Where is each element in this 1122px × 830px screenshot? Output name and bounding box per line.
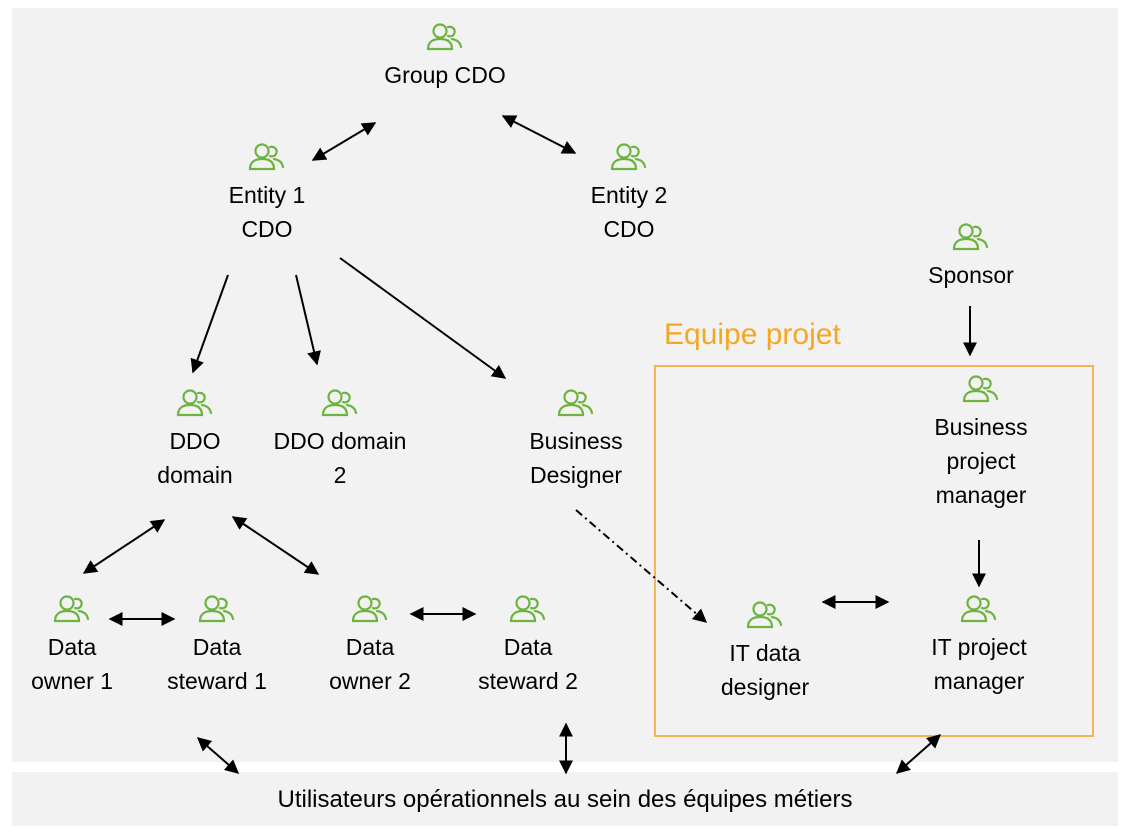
node-label: Group CDO — [384, 62, 506, 88]
user-group-icon — [952, 223, 989, 251]
project-team-label: Equipe projet — [664, 318, 841, 351]
node-label: IT data designer — [720, 640, 810, 700]
arrow-group-entity1 — [311, 122, 377, 161]
node-ddo-domain: DDO domain — [110, 388, 280, 492]
node-entity1-cdo: Entity 1 CDO — [177, 142, 357, 246]
node-group-cdo: Group CDO — [340, 22, 550, 92]
node-label: Sponsor — [928, 262, 1014, 288]
node-label: Business project manager — [934, 414, 1028, 508]
node-business-project-manager: Business project manager — [881, 374, 1081, 512]
node-ddo-domain-2: DDO domain 2 — [250, 388, 430, 492]
user-group-icon — [960, 595, 997, 623]
operational-users-label: Utilisateurs opérationnels au sein des é… — [277, 786, 853, 813]
user-group-icon — [176, 389, 213, 417]
arrow-entity1-ddo2 — [295, 274, 321, 366]
user-group-icon — [351, 595, 388, 623]
arrow-business-designer-it-designer — [575, 509, 708, 623]
arrow-it-pm-users — [895, 734, 942, 774]
user-group-icon — [53, 595, 90, 623]
arrow-ddo-owner2 — [231, 516, 320, 575]
node-label: Entity 2 CDO — [590, 182, 668, 242]
node-label: Data steward 1 — [167, 634, 267, 694]
user-group-icon — [426, 23, 463, 51]
node-it-project-manager: IT project manager — [879, 594, 1079, 698]
node-label: Business Designer — [529, 428, 623, 488]
arrow-entity1-business-designer — [339, 257, 507, 379]
arrow-group-entity2 — [501, 115, 577, 154]
node-it-data-designer: IT data designer — [680, 600, 850, 704]
node-data-owner-1: Data owner 1 — [12, 594, 132, 698]
user-group-icon — [610, 143, 647, 171]
node-label: IT project manager — [931, 634, 1027, 694]
node-label: DDO domain 2 — [273, 428, 407, 488]
node-label: DDO domain — [157, 428, 233, 488]
node-label: Entity 1 CDO — [228, 182, 306, 242]
node-business-designer: Business Designer — [486, 388, 666, 492]
arrow-entity1-ddo — [190, 274, 229, 374]
node-sponsor: Sponsor — [881, 222, 1061, 292]
node-entity2-cdo: Entity 2 CDO — [539, 142, 719, 246]
user-group-icon — [509, 595, 546, 623]
node-data-steward-1: Data steward 1 — [142, 594, 292, 698]
user-group-icon — [746, 601, 783, 629]
node-label: Data owner 1 — [31, 634, 113, 694]
node-label: Data owner 2 — [329, 634, 411, 694]
user-group-icon — [198, 595, 235, 623]
project-team-box — [654, 365, 1094, 737]
user-group-icon — [321, 389, 358, 417]
user-group-icon — [557, 389, 594, 417]
user-group-icon — [962, 375, 999, 403]
node-data-owner-2: Data owner 2 — [305, 594, 435, 698]
arrow-ddo-owner1 — [82, 519, 166, 574]
arrow-steward1-users — [196, 737, 240, 774]
node-label: Data steward 2 — [478, 634, 578, 694]
node-data-steward-2: Data steward 2 — [453, 594, 603, 698]
user-group-icon — [248, 143, 285, 171]
operational-users-bar: Utilisateurs opérationnels au sein des é… — [12, 772, 1118, 826]
